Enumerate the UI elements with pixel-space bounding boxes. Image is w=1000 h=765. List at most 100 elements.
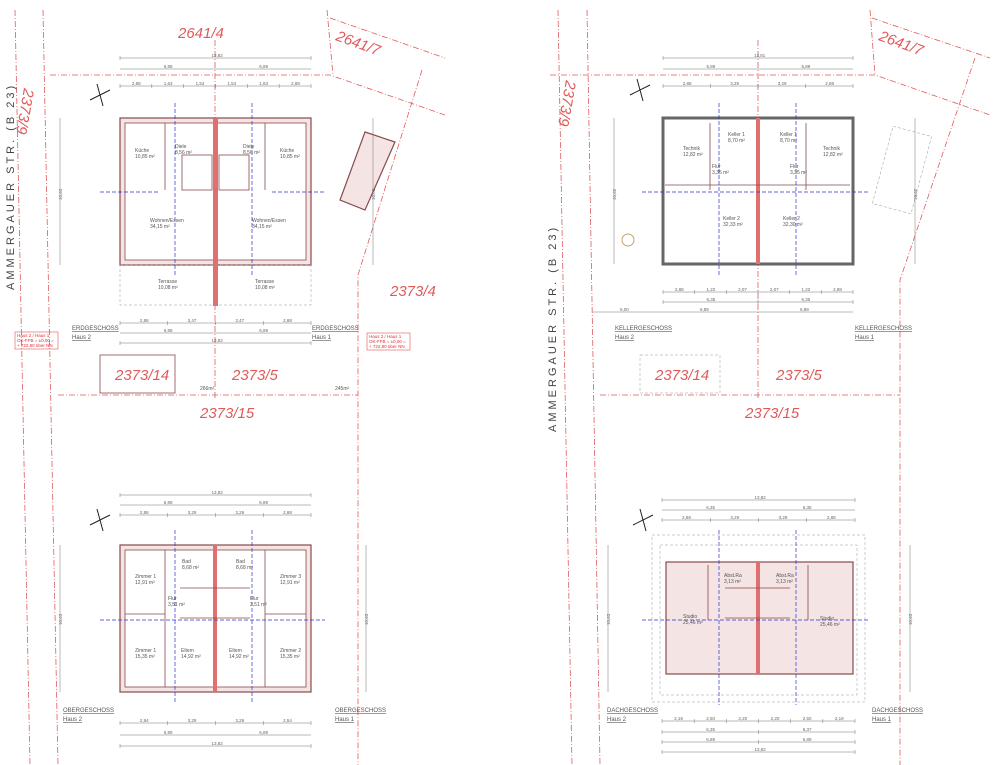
plot-number-label: 2373/15: [744, 405, 800, 422]
dimension-value: 6,89: [803, 737, 812, 742]
elevation-note-box: [14, 331, 59, 350]
dimension-value: 2,50: [706, 716, 715, 721]
plot-number-label: 2373/5: [775, 367, 823, 384]
room-area: 8,68 m²: [236, 565, 253, 571]
room-area: 15,35 m²: [135, 654, 155, 660]
plot-number-label: 2373/4: [389, 283, 436, 300]
room-name: Keller 2: [723, 216, 740, 222]
plot-number-label: 2641/7: [333, 27, 383, 59]
dimension-value: 3,29: [730, 515, 739, 520]
dimension-value: 13,82: [212, 338, 224, 343]
plot-number-label: 2373/14: [654, 367, 709, 384]
dimension-value: 2,88: [675, 287, 684, 292]
dimension-value: 6,89: [707, 64, 716, 69]
elevation-note-line: Haus 2 / Haus 1: [17, 333, 50, 338]
dimension-value: 2,50: [803, 716, 812, 721]
ground-floor-plan: [99, 103, 396, 394]
dimension-value: 10,63: [58, 613, 63, 625]
dimension-value: 6,89: [259, 500, 268, 505]
dimension-value: 2,20: [771, 716, 780, 721]
dimension-value: 6,89: [164, 64, 173, 69]
room-name: Studio: [820, 616, 834, 622]
house-label: Haus 1: [855, 335, 875, 341]
dimension-value: 2,88: [682, 515, 691, 520]
dimension-value: 10,63: [606, 613, 611, 625]
floor-title: OBERGESCHOSS: [63, 708, 114, 714]
plot-number-label: 2373/5: [231, 367, 279, 384]
room-name: Flur: [790, 164, 799, 170]
dimension-value: 1,54: [196, 81, 205, 86]
dimension-value: 6,89: [259, 328, 268, 333]
dimension-value: 2,94: [140, 718, 149, 723]
dimension-value: 2,88: [833, 287, 842, 292]
house-label: Haus 1: [335, 717, 355, 723]
elevation-note-line: + 722,80 über NN: [369, 344, 405, 349]
dimension-value: 2,88: [683, 81, 692, 86]
room-area: 12,91 m²: [135, 580, 155, 586]
dimension-value: 6,35: [803, 505, 812, 510]
north-arrow-icon: [89, 508, 111, 532]
room-area: 10,85 m²: [280, 154, 300, 160]
plot-number-label: 2641/4: [177, 25, 224, 42]
dimension-value: 3,29: [235, 510, 244, 515]
room-area: 3,35 m²: [790, 170, 807, 176]
room-area: 3,35 m²: [712, 170, 729, 176]
room-name: Diele: [175, 144, 187, 150]
dimension-value: 1,54: [227, 81, 236, 86]
dimension-value: 3,47: [235, 318, 244, 323]
street-name-label: AMMERGAUER STR. (B 23): [547, 225, 559, 432]
dimension-value: 10,63: [371, 188, 376, 200]
dimension-value: 13,81: [754, 53, 766, 58]
room-area: 10,85 m²: [135, 154, 155, 160]
house-label: Haus 2: [72, 335, 92, 341]
room-area: 3,51 m²: [168, 602, 185, 608]
room-area: 8,56 m²: [175, 150, 192, 156]
room-area: 15,35 m²: [280, 654, 300, 660]
room-name: Flur: [168, 596, 177, 602]
room-name: Zimmer 1: [135, 648, 156, 654]
property-lines-right: [550, 9, 991, 765]
room-name: Bad: [236, 559, 245, 565]
dimension-value: 10,62: [913, 188, 918, 200]
dimension-value: 1,63: [164, 81, 173, 86]
room-area: 25,46 m²: [820, 622, 840, 628]
dimension-value: 3,29: [778, 81, 787, 86]
room-area: 10,08 m²: [255, 285, 275, 291]
dimension-value: 1,63: [259, 81, 268, 86]
room-area: 8,56 m²: [243, 150, 260, 156]
dimension-value: 6,35: [707, 297, 716, 302]
room-name: Bad: [182, 559, 191, 565]
dimension-value: 6,89: [259, 64, 268, 69]
dimension-value: 2,88: [140, 318, 149, 323]
room-area: 8,70 m²: [728, 138, 745, 144]
dimension-value: 3,29: [779, 515, 788, 520]
upper-floor-plan: [100, 530, 325, 703]
room-name: Abst.Ra: [724, 573, 742, 579]
room-area: 12,82 m²: [823, 152, 843, 158]
floor-title: OBERGESCHOSS: [335, 708, 386, 714]
elevation-note-box: [366, 332, 411, 351]
room-name: Flur: [250, 596, 259, 602]
house-label: Haus 2: [615, 335, 635, 341]
room-area: 3,13 m²: [724, 579, 741, 585]
dimension-value: 2,07: [738, 287, 747, 292]
floor-title: KELLERGESCHOSS: [855, 326, 912, 332]
dimension-value: 13,82: [755, 495, 767, 500]
dimension-value: 6,89: [802, 64, 811, 69]
dimension-value: 2,20: [738, 716, 747, 721]
dimension-value: 2,88: [291, 81, 300, 86]
plot-number-label: 2373/9: [554, 78, 579, 128]
room-name: Küche: [135, 148, 149, 154]
dimension-value: 2,88: [827, 515, 836, 520]
dimension-value: 6,89: [706, 737, 715, 742]
room-area: 32,33 m²: [723, 222, 743, 228]
dimension-value: 2,07: [770, 287, 779, 292]
north-arrow-icon: [632, 508, 654, 532]
room-area: 3,13 m²: [776, 579, 793, 585]
dimension-value: 2,54: [283, 718, 292, 723]
dimension-value: 3,47: [188, 318, 197, 323]
dimension-value: 3,29: [730, 81, 739, 86]
house-label: Haus 2: [63, 717, 83, 723]
dimension-value: 2,88: [283, 318, 292, 323]
